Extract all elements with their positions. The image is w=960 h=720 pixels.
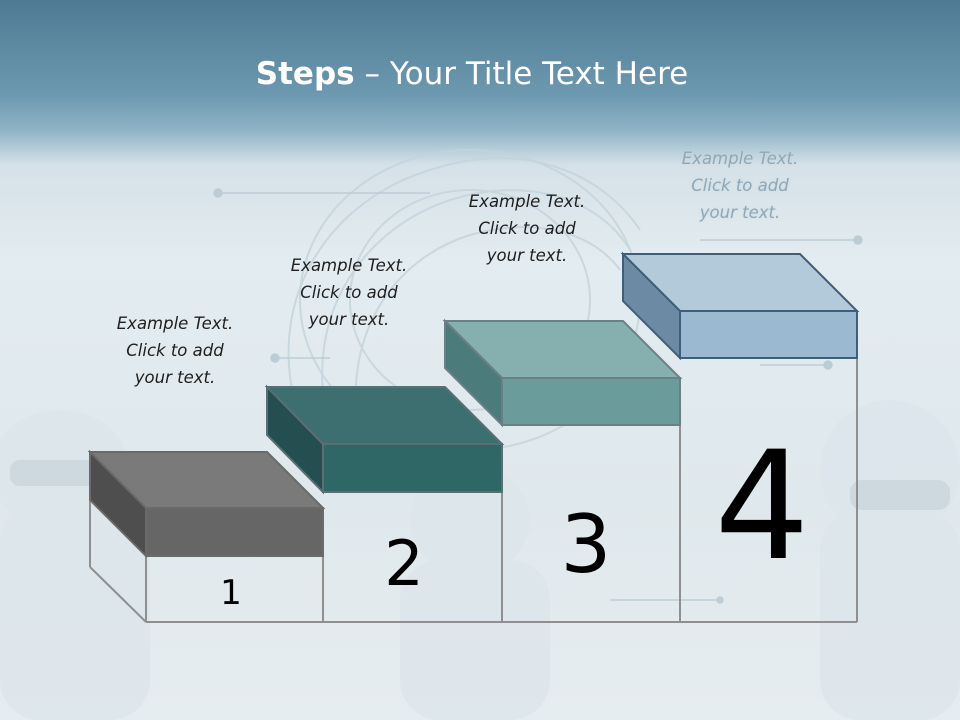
caption-line: Click to add xyxy=(300,283,398,302)
caption-line: Example Text. xyxy=(681,149,799,168)
title-text: Your Title Text Here xyxy=(389,56,689,92)
title-bold: Steps xyxy=(255,56,355,92)
step-3-number: 3 xyxy=(561,498,612,591)
caption-line: Click to add xyxy=(478,219,576,238)
caption-line: your text. xyxy=(134,368,216,387)
title-dash: – xyxy=(364,56,380,92)
step-1-caption[interactable]: Example Text. Click to add your text. xyxy=(80,310,270,391)
caption-line: your text. xyxy=(486,246,568,265)
caption-line: your text. xyxy=(699,203,781,222)
step-2-block[interactable] xyxy=(264,384,505,495)
step-4-caption[interactable]: Example Text. Click to add your text. xyxy=(645,145,835,226)
step-3-block[interactable] xyxy=(442,318,683,428)
caption-line: Example Text. xyxy=(116,314,234,333)
slide-title[interactable]: Steps – Your Title Text Here xyxy=(0,56,944,92)
caption-line: Example Text. xyxy=(468,192,586,211)
step-3-caption[interactable]: Example Text. Click to add your text. xyxy=(432,188,622,269)
caption-line: your text. xyxy=(308,310,390,329)
step-2-caption[interactable]: Example Text. Click to add your text. xyxy=(254,252,444,333)
caption-line: Click to add xyxy=(126,341,224,360)
step-2-number: 2 xyxy=(384,527,423,600)
caption-line: Example Text. xyxy=(290,256,408,275)
step-4-block[interactable] xyxy=(620,251,860,361)
step-1-number: 1 xyxy=(220,573,242,613)
step-4-number: 4 xyxy=(714,420,809,594)
caption-line: Click to add xyxy=(691,176,789,195)
step-1-block[interactable] xyxy=(87,449,326,559)
